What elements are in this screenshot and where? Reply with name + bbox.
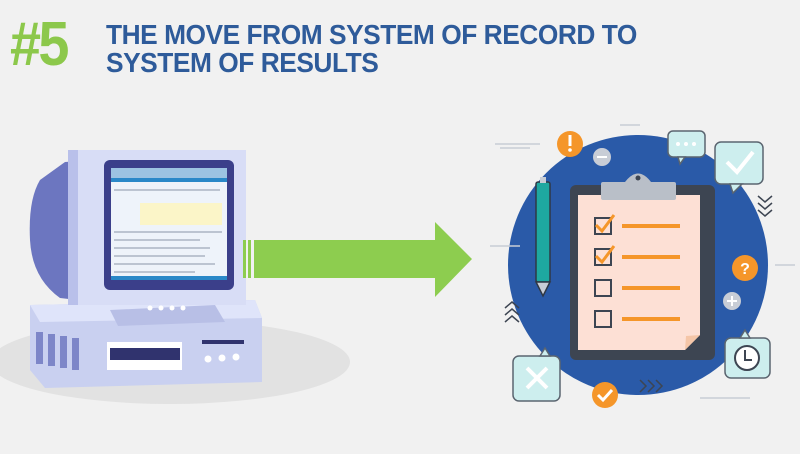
check-bubble-icon [714,141,764,195]
checkbox-checked [594,248,612,266]
check-mark-icon [594,214,616,234]
checkbox-unchecked [594,310,612,328]
chevrons-right-icon [639,379,664,393]
arrow-right-icon [243,222,472,297]
plus-icon [723,292,741,310]
checklist-item [594,310,680,328]
checkbox-unchecked [594,279,612,297]
close-bubble-icon [512,346,561,402]
slide-title: THE MOVE FROM SYSTEM OF RECORD TO SYSTEM… [106,21,637,77]
clock-bubble-icon [724,328,771,379]
title-line-2: SYSTEM OF RESULTS [106,47,379,78]
checklist-item [594,245,680,266]
check-circle-icon [592,382,618,408]
checklist-line [622,224,680,228]
checklist-line [622,317,680,321]
check-mark-icon [594,245,616,265]
clipboard-icon [570,173,715,360]
chat-bubble-icon [667,130,706,166]
checklist-line [622,255,680,259]
checklist-item [594,279,680,297]
chevrons-down-icon [757,195,773,217]
minus-icon [593,148,611,166]
checklist [594,214,680,328]
chevrons-up-icon [504,301,520,323]
slide-number: #5 [10,10,69,79]
question-icon: ? [732,255,758,281]
title-line-1: THE MOVE FROM SYSTEM OF RECORD TO [106,19,637,50]
computer-icon [0,150,350,404]
checklist-line [622,286,680,290]
pen-icon [534,177,552,298]
svg-text:?: ? [740,261,750,278]
checklist-item [594,214,680,235]
results-illustration: ? [490,124,795,408]
alert-icon [557,131,583,157]
